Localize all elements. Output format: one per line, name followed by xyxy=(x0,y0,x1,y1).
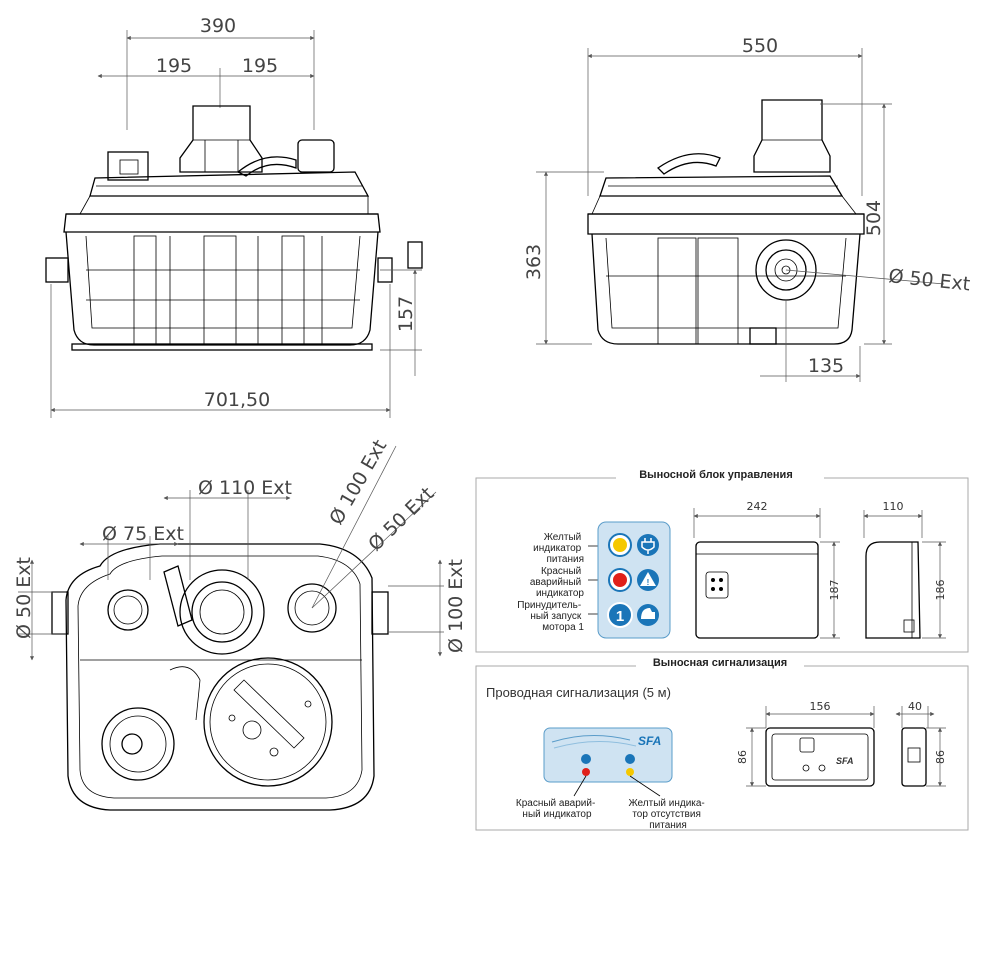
force-start-number: 1 xyxy=(616,608,624,625)
dim-86-side: 86 xyxy=(934,750,947,764)
alarm-label-yellow: Желтый индика- тор отсутствия питания xyxy=(628,798,707,831)
control-box-title: Выносной блок управления xyxy=(639,469,793,481)
top-view: Ø 110 Ext Ø 75 Ext Ø 100 Ext Ø 50 Ext Ø … xyxy=(13,436,467,811)
side-view: 550 504 363 xyxy=(523,35,971,382)
alarm-subtitle: Проводная сигнализация (5 м) xyxy=(486,685,671,700)
dim-40: 40 xyxy=(908,700,922,713)
dim-157: 157 xyxy=(395,296,417,332)
dim-390: 390 xyxy=(200,15,236,37)
label-red-indicator: Красный аварийный индикатор xyxy=(530,566,585,599)
alarm-brand-logo: SFA xyxy=(638,734,661,748)
control-box-panel: Выносной блок управления Желтый индикато… xyxy=(475,466,969,653)
dim-195-right: 195 xyxy=(242,55,278,77)
power-plug-icon xyxy=(637,534,659,556)
alarm-title: Выносная сигнализация xyxy=(653,657,787,669)
dim-outlet-50: Ø 50 Ext xyxy=(887,265,971,295)
svg-text:!: ! xyxy=(647,578,650,587)
dim-186: 186 xyxy=(934,580,947,601)
front-view: 390 195 195 xyxy=(45,15,423,418)
alarm-warning-icon xyxy=(581,754,591,764)
dim-550: 550 xyxy=(742,35,778,57)
dim-195-left: 195 xyxy=(156,55,192,77)
dim-50-ext-diag: Ø 50 Ext xyxy=(364,483,438,556)
dim-135: 135 xyxy=(808,355,844,377)
dim-504: 504 xyxy=(863,200,885,236)
dim-100-ext-diag: Ø 100 Ext xyxy=(325,436,391,528)
dim-50-ext-left: Ø 50 Ext xyxy=(13,557,35,639)
dim-110-box: 110 xyxy=(883,500,904,513)
alarm-label-red: Красный аварий- ный индикатор xyxy=(516,798,598,820)
alarm-yellow-led xyxy=(626,768,634,776)
dim-100-ext-right: Ø 100 Ext xyxy=(445,559,467,653)
label-yellow-indicator: Желтый индикатор питания xyxy=(533,532,584,565)
dim-701-50: 701,50 xyxy=(204,389,270,411)
dim-187: 187 xyxy=(828,580,841,601)
label-force-start: Принудитель- ный запуск мотора 1 xyxy=(517,600,584,633)
dim-156: 156 xyxy=(810,700,831,713)
dim-86-front: 86 xyxy=(736,750,749,764)
alarm-panel: Выносная сигнализация Проводная сигнализ… xyxy=(475,654,969,831)
alarm-power-icon xyxy=(625,754,635,764)
alarm-red-led xyxy=(582,768,590,776)
force-start-button[interactable] xyxy=(607,602,633,628)
dim-242: 242 xyxy=(747,500,768,513)
dim-75-ext: Ø 75 Ext xyxy=(102,523,184,545)
dim-363: 363 xyxy=(523,244,545,280)
dim-110-ext: Ø 110 Ext xyxy=(198,477,292,499)
alarm-drawing-brand: SFA xyxy=(836,756,854,766)
